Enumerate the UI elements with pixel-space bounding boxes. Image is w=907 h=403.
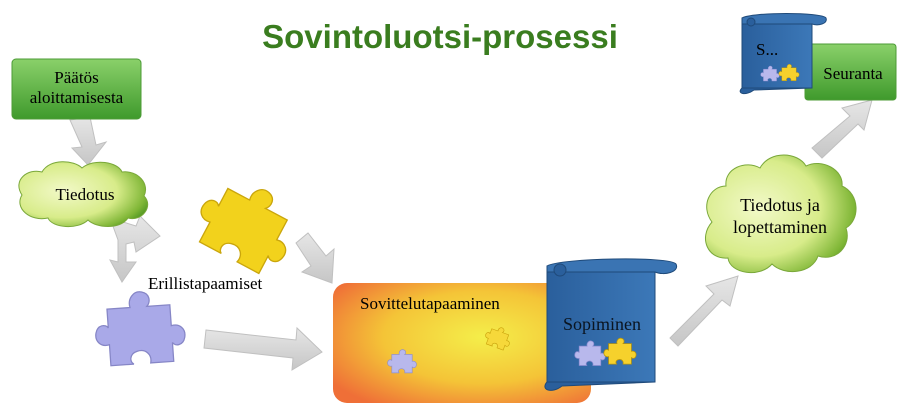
arrow-decision-to-inform (69, 116, 108, 166)
followup-scroll-label: S... (756, 40, 779, 59)
decision-box (11, 58, 142, 120)
decision-label: Päätös aloittamisesta (29, 68, 124, 107)
yellow-puzzle-icon (186, 167, 308, 281)
page-title: Sovintoluotsi-prosessi (262, 18, 618, 55)
arrow-separate-to-mediation (203, 326, 323, 371)
inform-label: Tiedotus (55, 185, 115, 204)
arrow-inform-split (109, 215, 161, 283)
separate-label: Erillistapaamiset (148, 274, 263, 293)
closing-cloud (704, 154, 857, 274)
mediation-label: Sovittelutapaaminen (360, 294, 500, 313)
agreement-label: Sopiminen (562, 314, 641, 334)
agreement-scroll (544, 258, 678, 391)
lavender-puzzle-icon (92, 288, 188, 368)
arrow-agreement-to-closing (669, 275, 739, 347)
arrow-yellow-puzzle-to-mediation (295, 232, 335, 284)
arrow-closing-to-followup (811, 99, 873, 159)
followup-label: Seuranta (823, 64, 883, 83)
closing-label: Tiedotus ja lopettaminen (733, 195, 827, 237)
inform-cloud (18, 161, 149, 227)
